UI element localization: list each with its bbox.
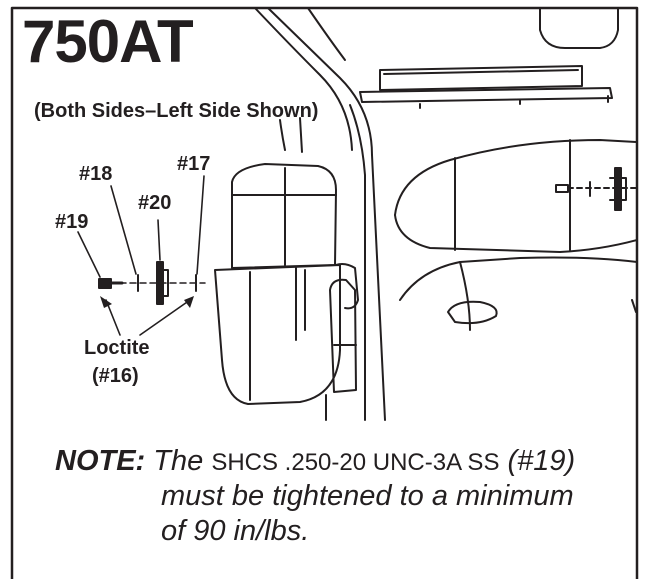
- note-line-2: must be tightened to a minimum: [161, 479, 574, 512]
- note-part-ref: (#19): [507, 445, 576, 477]
- right-shroud: [394, 139, 638, 331]
- note-the: The: [153, 445, 204, 477]
- arrowheads: [100, 296, 194, 308]
- upright-arm: [254, 7, 386, 421]
- view-subtitle: (Both Sides–Left Side Shown): [34, 100, 319, 122]
- part-label-18: #18: [79, 163, 113, 185]
- frame-border: [10, 6, 639, 579]
- loctite-part-ref: (#16): [92, 365, 139, 387]
- right-hardware: [555, 167, 637, 211]
- note-line-1: NOTE: The SHCS .250-20 UNC-3A SS (#19): [55, 444, 625, 479]
- pivot-housing: [214, 163, 359, 421]
- part-label-20: #20: [138, 192, 172, 214]
- leader-lines: [77, 175, 205, 336]
- part-label-17: #17: [177, 153, 211, 175]
- torque-note: NOTE: The SHCS .250-20 UNC-3A SS (#19) m…: [55, 444, 625, 548]
- left-hardware: [98, 261, 206, 305]
- model-title: 750AT: [22, 8, 194, 75]
- loctite-label: Loctite: [84, 337, 150, 359]
- note-screw-spec: SHCS .250-20 UNC-3A SS: [211, 449, 500, 476]
- note-line-3: of 90 in/lbs.: [161, 514, 310, 547]
- console-top: [359, 7, 619, 109]
- note-label: NOTE:: [55, 445, 146, 477]
- part-label-19: #19: [55, 211, 89, 233]
